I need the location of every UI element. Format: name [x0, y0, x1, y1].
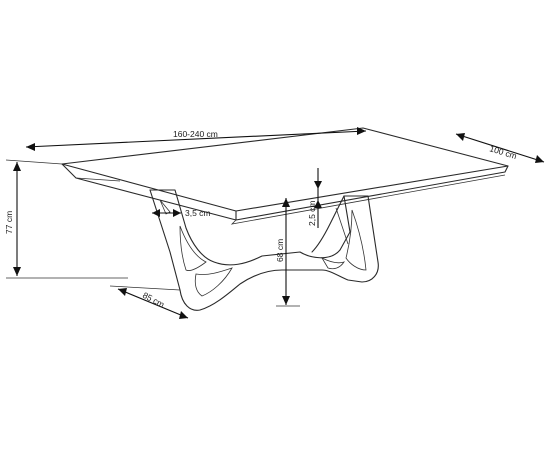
dimension-lines [5, 127, 545, 319]
height-label: 77 cm [4, 211, 14, 234]
clearance-label: 68 cm [275, 239, 285, 262]
thickness-label: 2,5 cm [307, 200, 317, 226]
leg-width-label: 85 cm [141, 290, 166, 310]
width-label: 100 cm [488, 143, 518, 161]
overhang-label: 3,5 cm [185, 208, 211, 218]
table-top [61, 127, 509, 225]
length-label: 160-240 cm [173, 129, 218, 139]
table-base [149, 189, 379, 311]
